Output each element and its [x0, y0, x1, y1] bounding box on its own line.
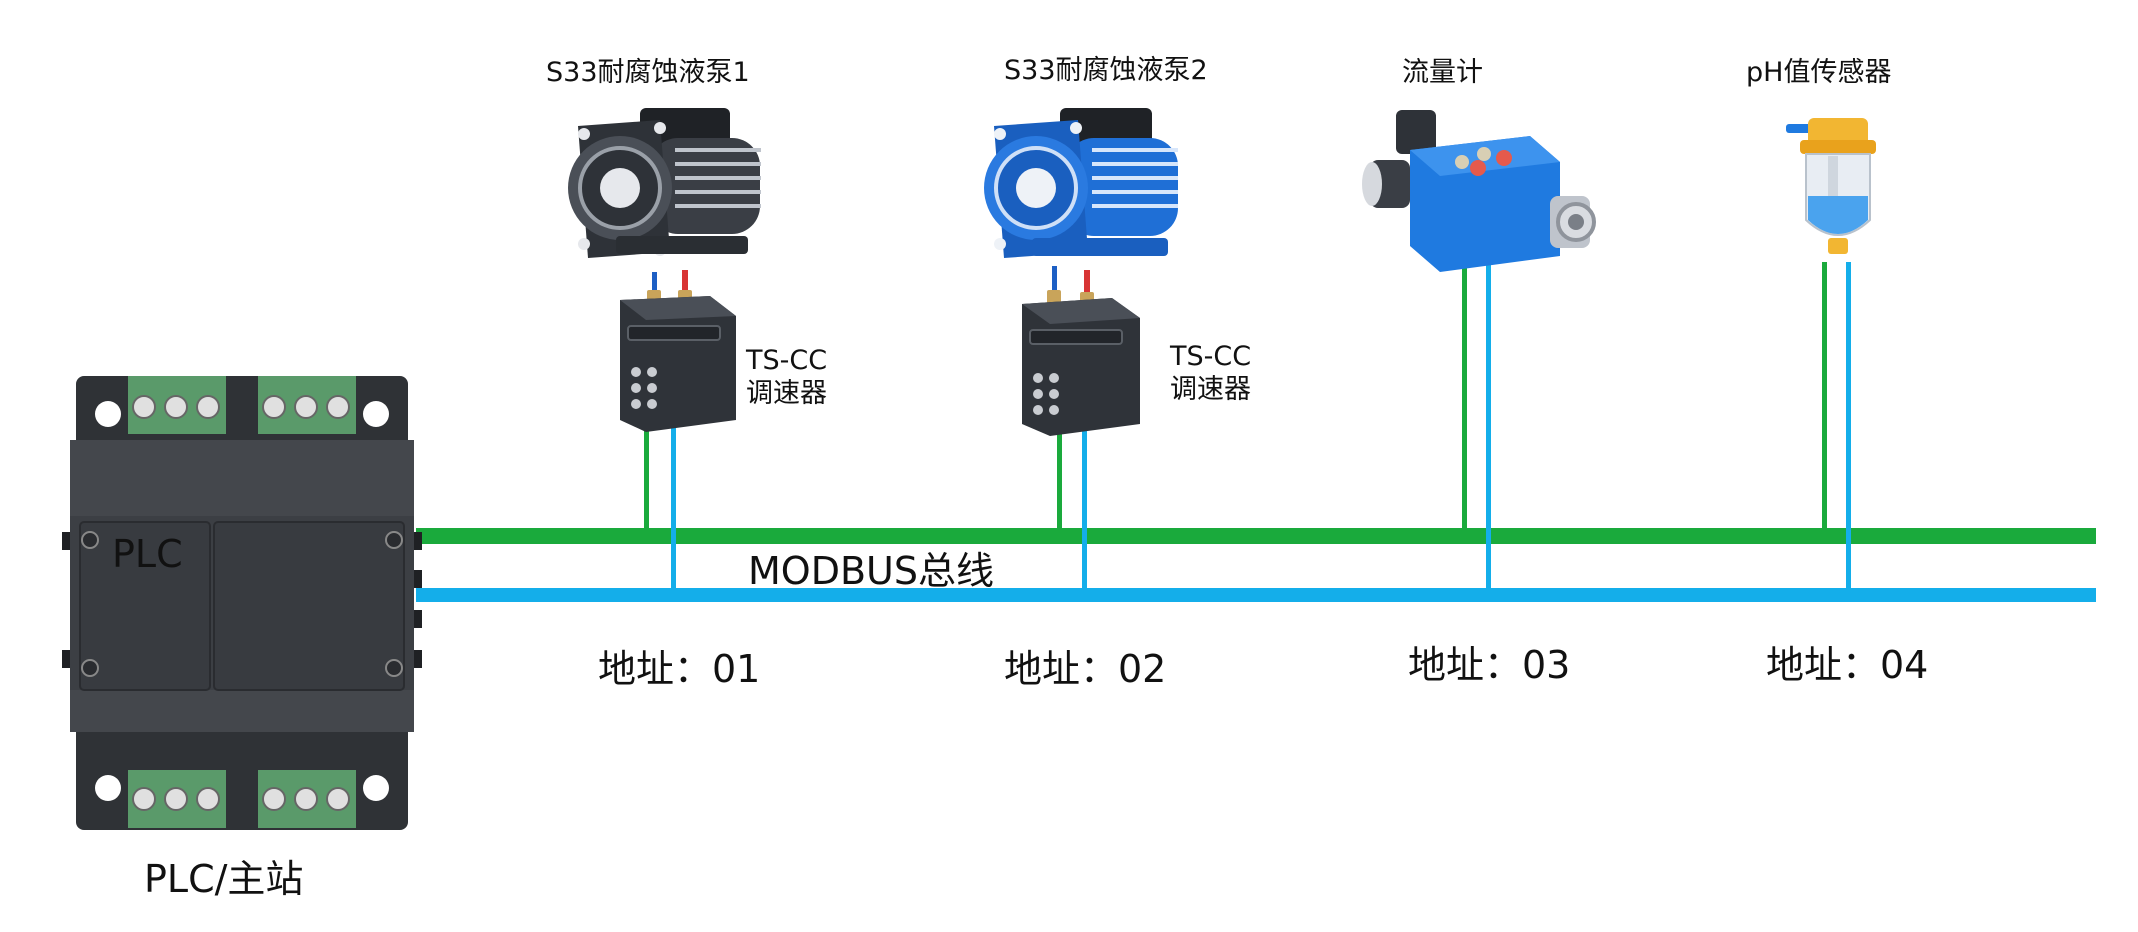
drop-1-blue: [671, 420, 676, 590]
controller-2-label: TS-CC 调速器: [1170, 340, 1251, 406]
device-2-address: 地址：02: [1004, 647, 1167, 691]
controller-1-label-line1: TS-CC: [746, 345, 828, 376]
plc-label: PLC: [112, 532, 183, 576]
drop-3-blue: [1486, 258, 1491, 590]
drop-4-green: [1822, 262, 1827, 530]
controller-2-label-line1: TS-CC: [1170, 341, 1252, 372]
bus-line-green: [416, 528, 2096, 544]
plc-bottom-terminal-left: [128, 770, 226, 828]
pump-dark-icon: [568, 108, 761, 258]
plc-top-terminal-right: [258, 376, 356, 434]
plc-unit: [62, 376, 422, 830]
drop-2-green: [1057, 430, 1062, 530]
controller-1-icon: [620, 270, 736, 432]
controller-1-label-line2: 调速器: [746, 378, 827, 409]
bus-label: MODBUS总线: [748, 549, 994, 593]
device-4-title: pH值传感器: [1746, 57, 1892, 88]
controller-2-icon: [1022, 266, 1140, 436]
plc-top-terminal-left: [128, 376, 226, 434]
plc-caption: PLC/主站: [144, 857, 304, 901]
drop-1-green: [644, 420, 649, 530]
bus-line-blue: [416, 588, 2096, 602]
drop-3-green: [1462, 258, 1467, 530]
drop-2-blue: [1082, 430, 1087, 590]
device-2-title: S33耐腐蚀液泵2: [1004, 55, 1208, 86]
controller-2-label-line2: 调速器: [1170, 374, 1251, 405]
device-1-address: 地址：01: [598, 647, 761, 691]
drop-4-blue: [1846, 262, 1851, 590]
plc-bottom-terminal-right: [258, 770, 356, 828]
device-1-title: S33耐腐蚀液泵1: [546, 57, 750, 88]
ph-sensor-icon: [1786, 118, 1876, 254]
device-4-address: 地址：04: [1766, 643, 1929, 687]
device-3-address: 地址：03: [1408, 643, 1571, 687]
device-3-title: 流量计: [1402, 57, 1483, 88]
controller-1-label: TS-CC 调速器: [746, 344, 827, 410]
pump-blue-icon: [984, 108, 1178, 258]
flowmeter-icon: [1362, 110, 1596, 272]
